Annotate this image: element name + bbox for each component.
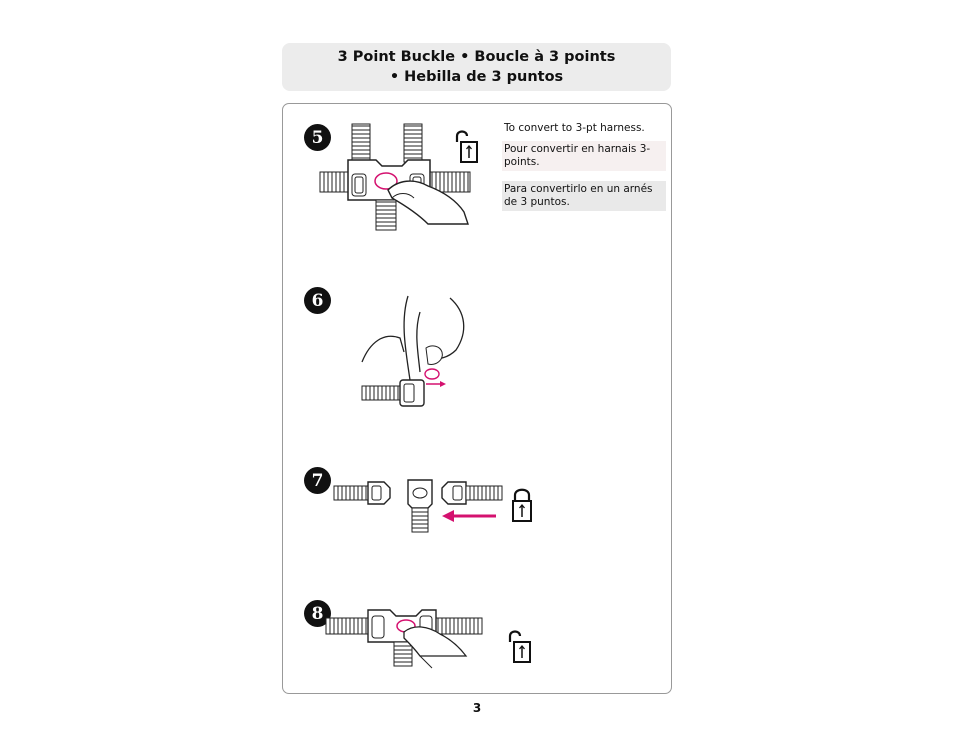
page-number: 3 xyxy=(472,701,482,715)
section-title-banner: 3 Point Buckle • Boucle à 3 points • Heb… xyxy=(282,43,671,91)
step-7-illustration xyxy=(333,479,503,533)
step-5-badge: 5 xyxy=(304,124,331,151)
section-title-line-1: 3 Point Buckle • Boucle à 3 points xyxy=(337,49,616,65)
step-6-badge: 6 xyxy=(304,287,331,314)
instruction-french: Pour convertir en harnais 3-points. xyxy=(502,141,666,171)
step-8-illustration xyxy=(325,609,483,669)
step-6-illustration xyxy=(361,295,465,407)
instruction-english: To convert to 3-pt harness. xyxy=(504,122,645,134)
section-title-line-2: • Hebilla de 3 puntos xyxy=(389,69,564,85)
unlocked-padlock-icon xyxy=(455,130,478,163)
locked-padlock-icon xyxy=(512,488,532,522)
unlocked-padlock-icon xyxy=(508,630,531,663)
instruction-spanish: Para convertirlo en un arnés de 3 puntos… xyxy=(502,181,666,211)
step-5-illustration xyxy=(319,123,471,231)
step-7-badge: 7 xyxy=(304,467,331,494)
